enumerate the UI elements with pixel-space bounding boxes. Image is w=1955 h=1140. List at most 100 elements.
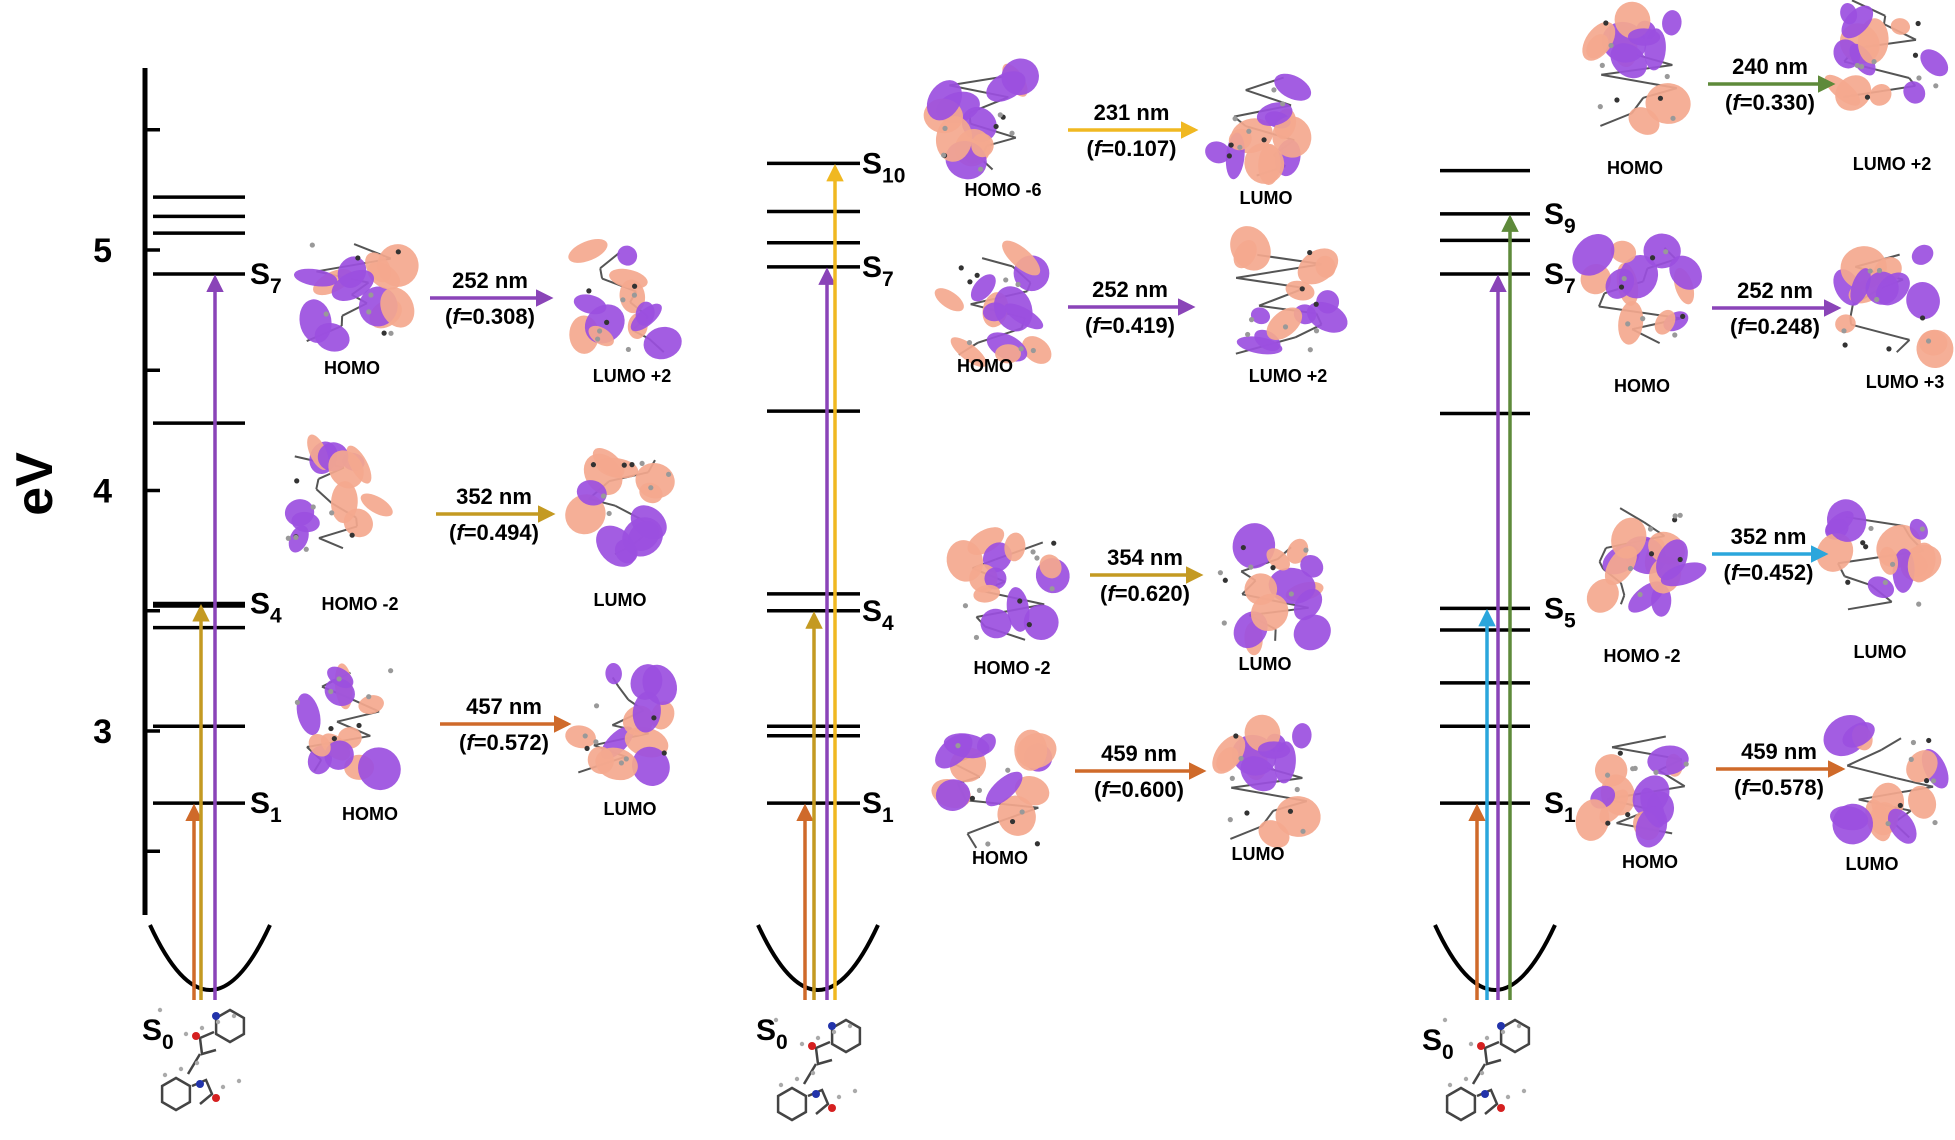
axis-tick-label: 4 xyxy=(93,473,112,511)
from-orbital-label: HOMO xyxy=(957,356,1013,376)
to-orbital-label: LUMO xyxy=(1239,654,1292,674)
transition: HOMO LUMO +2 252 nm (f=0.308) xyxy=(293,234,686,386)
from-orbital-label: HOMO -2 xyxy=(973,658,1050,678)
molecule-structure xyxy=(158,1008,244,1110)
to-orbital-label: LUMO xyxy=(1854,642,1907,662)
to-orbital-label: LUMO xyxy=(604,799,657,819)
to-orbital-label: LUMO +3 xyxy=(1866,372,1945,392)
oscillator-strength-label: (f=0.572) xyxy=(459,730,549,755)
lumo-orbital xyxy=(1809,495,1948,609)
wavelength-label: 231 nm xyxy=(1094,100,1170,125)
wavelength-label: 459 nm xyxy=(1101,741,1177,766)
ground-state-label: S0 xyxy=(756,1014,788,1054)
ground-state-label: S0 xyxy=(1422,1024,1454,1064)
to-orbital-label: LUMO xyxy=(1232,844,1285,864)
homo-orbital xyxy=(1576,0,1693,140)
state-label-s7: S7 xyxy=(862,251,894,291)
to-orbital-label: LUMO xyxy=(1846,854,1899,874)
wavelength-label: 252 nm xyxy=(1092,277,1168,302)
oscillator-strength-label: (f=0.107) xyxy=(1087,136,1177,161)
from-orbital-label: HOMO xyxy=(324,358,380,378)
ground-state-label: S0 xyxy=(142,1014,174,1054)
axis-tick-label: 3 xyxy=(93,713,112,751)
homo-orbital xyxy=(293,241,422,356)
homo-orbital xyxy=(928,727,1062,848)
oscillator-strength-label: (f=0.452) xyxy=(1724,560,1814,585)
wavelength-label: 240 nm xyxy=(1732,54,1808,79)
energy-axis: 3 4 5 eV xyxy=(6,68,160,915)
homo-orbital xyxy=(1564,226,1709,346)
from-orbital-label: HOMO xyxy=(1622,852,1678,872)
axis-tick-label: 5 xyxy=(93,232,112,270)
lumo-orbital xyxy=(1816,707,1954,853)
lumo-orbital xyxy=(1206,709,1323,853)
transition: HOMO -2 LUMO 354 nm (f=0.620) xyxy=(942,518,1338,678)
state-label-s1: S1 xyxy=(1544,787,1576,827)
wavelength-label: 252 nm xyxy=(452,268,528,293)
oscillator-strength-label: (f=0.248) xyxy=(1730,314,1820,339)
state-label-s7: S7 xyxy=(1544,258,1576,298)
from-orbital-label: HOMO xyxy=(972,848,1028,868)
axis-title: eV xyxy=(6,452,64,516)
transition: HOMO -2 LUMO 352 nm (f=0.452) xyxy=(1580,495,1948,666)
homo-orbital xyxy=(920,52,1046,186)
homo-orbital xyxy=(1580,508,1709,619)
molecule-structure xyxy=(1443,1018,1529,1120)
wavelength-label: 354 nm xyxy=(1107,545,1183,570)
state-label-s7: S7 xyxy=(250,258,282,298)
transition: HOMO -2 LUMO 352 nm (f=0.494) xyxy=(282,432,678,614)
lumo-orbital xyxy=(1222,219,1352,358)
to-orbital-label: LUMO +2 xyxy=(1853,154,1932,174)
lumo-orbital xyxy=(1820,0,1953,118)
lumo-orbital xyxy=(557,443,679,575)
from-orbital-label: HOMO xyxy=(342,804,398,824)
oscillator-strength-label: (f=0.419) xyxy=(1085,313,1175,338)
transition: HOMO LUMO 459 nm (f=0.600) xyxy=(928,709,1323,868)
ground-state-curve xyxy=(150,925,270,990)
wavelength-label: 352 nm xyxy=(456,484,532,509)
state-label-s1: S1 xyxy=(862,787,894,827)
state-label-s4: S4 xyxy=(250,588,282,628)
ground-state-curve xyxy=(758,925,878,990)
wavelength-label: 352 nm xyxy=(1731,524,1807,549)
homo-orbital xyxy=(1572,736,1691,851)
from-orbital-label: HOMO -2 xyxy=(321,594,398,614)
lumo-orbital xyxy=(565,234,685,363)
transition: HOMO LUMO +3 252 nm (f=0.248) xyxy=(1564,226,1955,396)
wavelength-label: 252 nm xyxy=(1737,278,1813,303)
from-orbital-label: HOMO xyxy=(1614,376,1670,396)
to-orbital-label: LUMO +2 xyxy=(1249,366,1328,386)
state-label-s4: S4 xyxy=(862,595,894,635)
oscillator-strength-label: (f=0.308) xyxy=(445,304,535,329)
homo-orbital xyxy=(931,235,1057,372)
to-orbital-label: LUMO xyxy=(1240,188,1293,208)
homo-orbital xyxy=(293,662,410,799)
state-label-s1: S1 xyxy=(250,787,282,827)
state-label-s9: S9 xyxy=(1544,198,1576,238)
transition: HOMO LUMO +2 240 nm (f=0.330) xyxy=(1576,0,1954,178)
homo-orbital xyxy=(942,521,1074,641)
to-orbital-label: LUMO +2 xyxy=(593,366,672,386)
from-orbital-label: HOMO xyxy=(1607,158,1663,178)
transition: HOMO LUMO +2 252 nm (f=0.419) xyxy=(931,219,1353,386)
oscillator-strength-label: (f=0.578) xyxy=(1734,775,1824,800)
from-orbital-label: HOMO -6 xyxy=(964,180,1041,200)
oscillator-strength-label: (f=0.600) xyxy=(1094,777,1184,802)
oscillator-strength-label: (f=0.330) xyxy=(1725,90,1815,115)
state-label-s10: S10 xyxy=(862,147,905,187)
to-orbital-label: LUMO xyxy=(594,590,647,610)
lumo-orbital xyxy=(1218,518,1338,657)
ground-state-curve xyxy=(1435,925,1555,990)
lumo-orbital xyxy=(563,659,683,793)
transition: HOMO -6 LUMO 231 nm (f=0.107) xyxy=(920,52,1316,208)
oscillator-strength-label: (f=0.620) xyxy=(1100,581,1190,606)
from-orbital-label: HOMO -2 xyxy=(1603,646,1680,666)
oscillator-strength-label: (f=0.494) xyxy=(449,520,539,545)
